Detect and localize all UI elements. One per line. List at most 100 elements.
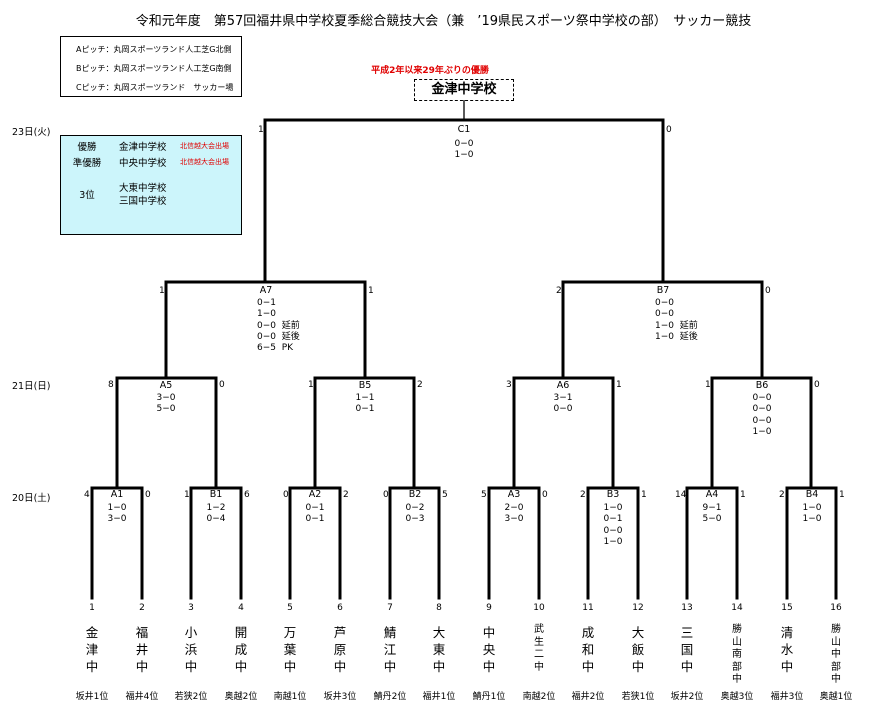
b1-left-goals: 1 <box>184 490 190 500</box>
team-number: 14 <box>731 603 743 613</box>
a6-left-goals: 3 <box>506 380 512 390</box>
b3-right-goals: 1 <box>641 490 647 500</box>
b1-score-1: 1−2 <box>206 503 226 513</box>
semi-right-bracket <box>561 280 764 380</box>
date-23: 23日(火) <box>12 127 51 138</box>
a7-score-2: 1−0 <box>257 309 276 320</box>
b7-right-goals: 0 <box>765 286 771 296</box>
semi-left-bracket <box>164 280 367 380</box>
team-seed: 若狭2位 <box>174 692 208 702</box>
b7-note-4: 延後 <box>679 331 698 342</box>
team-number: 10 <box>533 603 545 613</box>
r1-1-bracket <box>90 486 144 600</box>
qf-3-bracket <box>512 376 615 490</box>
a2-score-2: 0−1 <box>305 514 325 525</box>
a7-right-goals: 1 <box>368 286 374 296</box>
b2-right-goals: 5 <box>442 490 448 500</box>
a3-score-1: 2−0 <box>504 503 524 513</box>
match-code-b6: B6 <box>755 380 769 391</box>
team-seed: 鯖丹1位 <box>472 692 506 702</box>
match-code-a1: A1 <box>110 489 124 500</box>
a3-score-2: 3−0 <box>504 514 524 525</box>
a4-right-goals: 1 <box>740 490 746 500</box>
team-number: 13 <box>681 603 693 613</box>
pitch-legend: Aピッチ：丸岡スポーツランド人工芝G北側 Bピッチ：丸岡スポーツランド人工芝G南… <box>60 36 242 97</box>
team-seed: 福井4位 <box>125 692 159 702</box>
r1-8-bracket <box>785 486 838 600</box>
b7-score-3: 1−0 <box>655 320 674 331</box>
match-code-a5: A5 <box>159 380 173 391</box>
b7-left-goals: 2 <box>556 286 562 296</box>
page-title: 令和元年度 第57回福井県中学校夏季総合競技大会（兼 ’19県民スポーツ祭中学校… <box>135 14 752 29</box>
champion-label: 優勝 <box>77 142 97 153</box>
match-code-a6: A6 <box>556 380 570 391</box>
match-code-a2: A2 <box>308 489 322 500</box>
final-right-goals: 0 <box>666 125 672 135</box>
b5-score-2: 0−1 <box>355 404 375 415</box>
match-code-b2: B2 <box>408 489 422 500</box>
a2-score-1: 0−1 <box>305 503 325 513</box>
team-name: 開成中 <box>234 625 248 674</box>
match-code-c1: C1 <box>457 124 471 135</box>
a2-right-goals: 2 <box>343 490 349 500</box>
final-scores: 0−0 1−0 <box>449 139 479 162</box>
team-seed: 奥越2位 <box>224 692 258 702</box>
b2-scores: 0−2 0−3 <box>400 503 430 526</box>
a1-right-goals: 0 <box>145 490 151 500</box>
a5-score-1: 3−0 <box>156 393 176 403</box>
r1-2-bracket <box>189 486 243 600</box>
team-seed: 若狭1位 <box>621 692 655 702</box>
a2-scores: 0−1 0−1 <box>300 503 330 526</box>
b6-score-3: 0−0 <box>752 415 772 426</box>
pitch-c: Cピッチ：丸岡スポーツランド サッカー場 <box>76 83 234 92</box>
b2-score-2: 0−3 <box>405 514 425 525</box>
a1-scores: 1−0 3−0 <box>102 503 132 526</box>
b3-score-3: 0−0 <box>603 525 623 536</box>
r1-6-bracket <box>586 486 640 600</box>
team-seed: 坂井3位 <box>323 692 357 702</box>
team-name: 勝山南部中 <box>732 624 742 685</box>
team-number: 15 <box>781 603 793 613</box>
b6-score-1: 0−0 <box>752 393 772 403</box>
a4-scores: 9−1 5−0 <box>697 503 727 526</box>
team-number: 6 <box>337 603 343 613</box>
b6-left-goals: 1 <box>705 380 711 390</box>
match-code-a7: A7 <box>259 285 273 296</box>
r1-7-bracket <box>685 486 739 600</box>
match-code-b5: B5 <box>358 380 372 391</box>
a3-scores: 2−0 3−0 <box>499 503 529 526</box>
a1-score-1: 1−0 <box>107 503 127 513</box>
r1-4-bracket <box>388 486 441 600</box>
a1-left-goals: 4 <box>84 490 90 500</box>
team-name: 金津中 <box>85 625 99 674</box>
b7-score-4: 1−0 <box>655 331 674 342</box>
a7-left-goals: 1 <box>159 286 165 296</box>
team-number: 9 <box>486 603 492 613</box>
b6-score-2: 0−0 <box>752 404 772 415</box>
team-seed: 坂井2位 <box>670 692 704 702</box>
team-number: 11 <box>582 603 594 613</box>
date-21: 21日(日) <box>12 381 51 392</box>
team-seed: 南越2位 <box>522 692 556 702</box>
date-20: 20日(土) <box>12 493 51 504</box>
team-name: 鯖江中 <box>383 625 397 674</box>
team-name: 小浜中 <box>184 625 198 674</box>
final-left-goals: 1 <box>258 125 264 135</box>
team-seed: 鯖丹2位 <box>373 692 407 702</box>
a6-scores: 3−1 0−0 <box>548 393 578 416</box>
team-name: 三国中 <box>680 625 694 674</box>
r1-3-bracket <box>288 486 342 600</box>
b7-score-2: 0−0 <box>655 309 674 320</box>
b3-left-goals: 2 <box>580 490 586 500</box>
b6-scores: 0−0 0−0 0−0 1−0 <box>747 393 777 438</box>
team-seed: 南越1位 <box>273 692 307 702</box>
runner-up-qualify-note: 北信越大会出場 <box>180 158 229 166</box>
b6-right-goals: 0 <box>814 380 820 390</box>
team-number: 12 <box>632 603 644 613</box>
a2-left-goals: 0 <box>283 490 289 500</box>
match-code-b7: B7 <box>656 285 670 296</box>
r1-5-bracket <box>487 486 541 600</box>
team-seed: 福井1位 <box>422 692 456 702</box>
team-name: 大飯中 <box>631 625 645 674</box>
